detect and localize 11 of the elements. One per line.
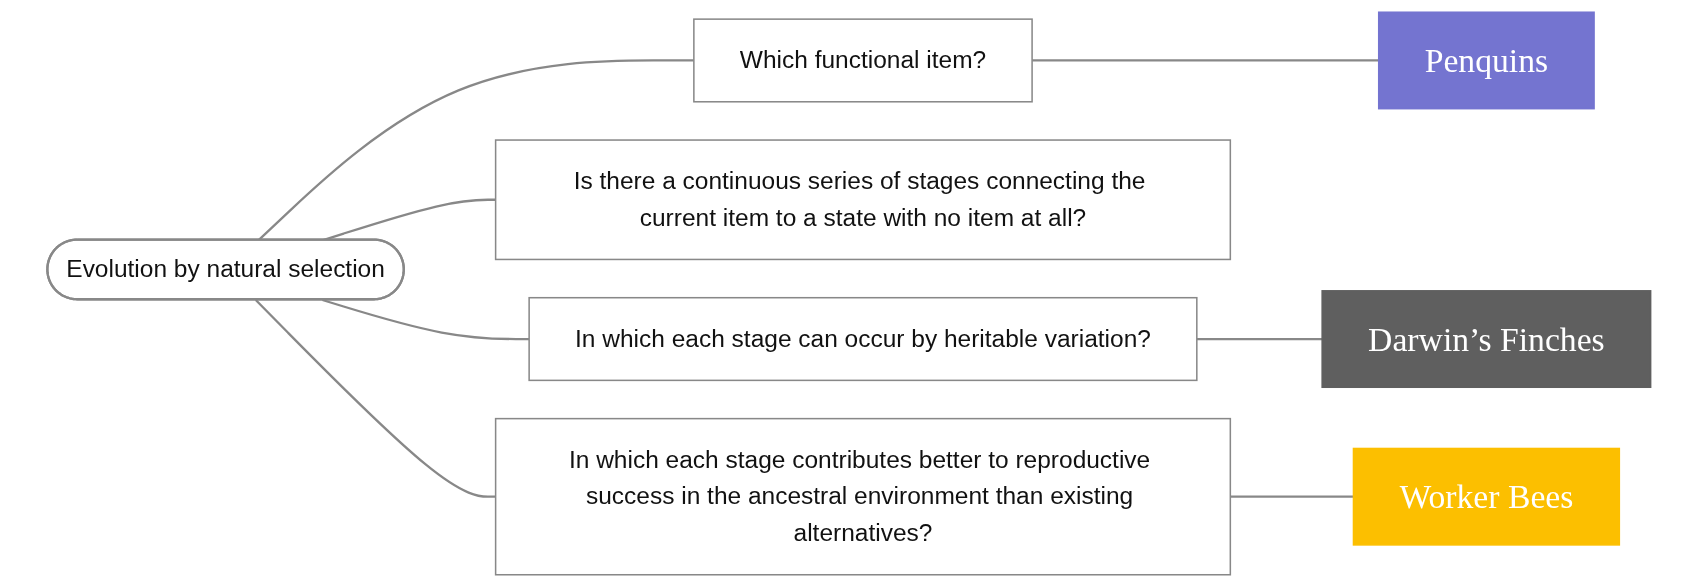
connector [1230, 495, 1354, 498]
node-box: Is there a continuous series of stages connecting the current item to a state with no item at all? [494, 139, 1232, 261]
node-box: In which each stage can occur by heritable variation? [528, 296, 1198, 382]
connector [1032, 59, 1379, 62]
connector [1196, 337, 1323, 341]
node-box: In which each stage contributes better to reproductive success in the ancestral environment than existing alternatives? [494, 417, 1232, 576]
node-box: Worker Bees [1352, 447, 1621, 546]
node-box: Which functional item? [693, 18, 1033, 103]
node-box: Darwin’s Finches [1321, 290, 1652, 388]
node-box: Penquins [1377, 11, 1595, 110]
connector [254, 299, 496, 498]
